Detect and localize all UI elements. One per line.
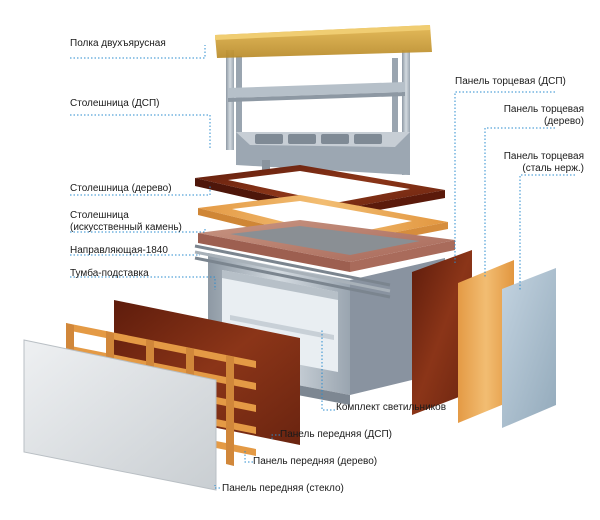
countertop-stone — [198, 220, 455, 272]
end-panel-wood — [458, 260, 514, 423]
label-front-panel-wood: Панель передняя (дерево) — [253, 456, 378, 467]
label-countertop-stone: Столешница (искусственный камень) — [70, 210, 182, 233]
shelf-middle — [228, 82, 405, 98]
label-front-panel-glass: Панель передняя (стекло) — [222, 483, 344, 494]
label-guide-rail: Направляющая-1840 — [70, 245, 168, 256]
label-front-panel-dsp: Панель передняя (ДСП) — [280, 429, 393, 440]
label-end-panel-steel: Панель торцевая (сталь нерж.) — [503, 151, 584, 174]
guide-rail — [194, 244, 391, 299]
label-shelf-two-tier: Полка двухъярусная — [70, 38, 166, 49]
label-end-panel-wood: Панель торцевая (дерево) — [503, 104, 584, 127]
shelf-two-tier — [215, 25, 432, 180]
front-panel-glass — [23, 339, 217, 491]
label-end-panel-dsp: Панель торцевая (ДСП) — [455, 76, 566, 87]
label-lights-kit: Комплект светильников — [336, 402, 447, 413]
label-countertop-wood: Столешница (дерево) — [70, 183, 172, 194]
end-panel-dsp — [412, 250, 472, 415]
end-panel-steel — [502, 268, 556, 428]
leader-lines — [70, 45, 575, 489]
label-cabinet-stand: Тумба-подставка — [70, 268, 149, 279]
label-countertop-dsp: Столешница (ДСП) — [70, 98, 160, 109]
